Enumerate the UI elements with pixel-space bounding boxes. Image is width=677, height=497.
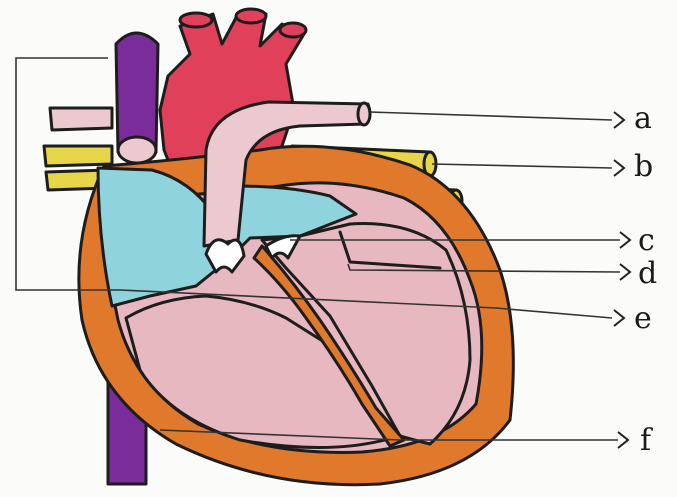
label-d: d — [638, 256, 657, 291]
label-f: f — [640, 423, 653, 458]
label-c: c — [638, 223, 655, 258]
label-a: a — [634, 101, 652, 136]
label-e: e — [634, 301, 652, 336]
label-b: b — [634, 149, 653, 184]
arrowheads — [614, 112, 630, 448]
superior-vena-cava — [116, 33, 158, 163]
